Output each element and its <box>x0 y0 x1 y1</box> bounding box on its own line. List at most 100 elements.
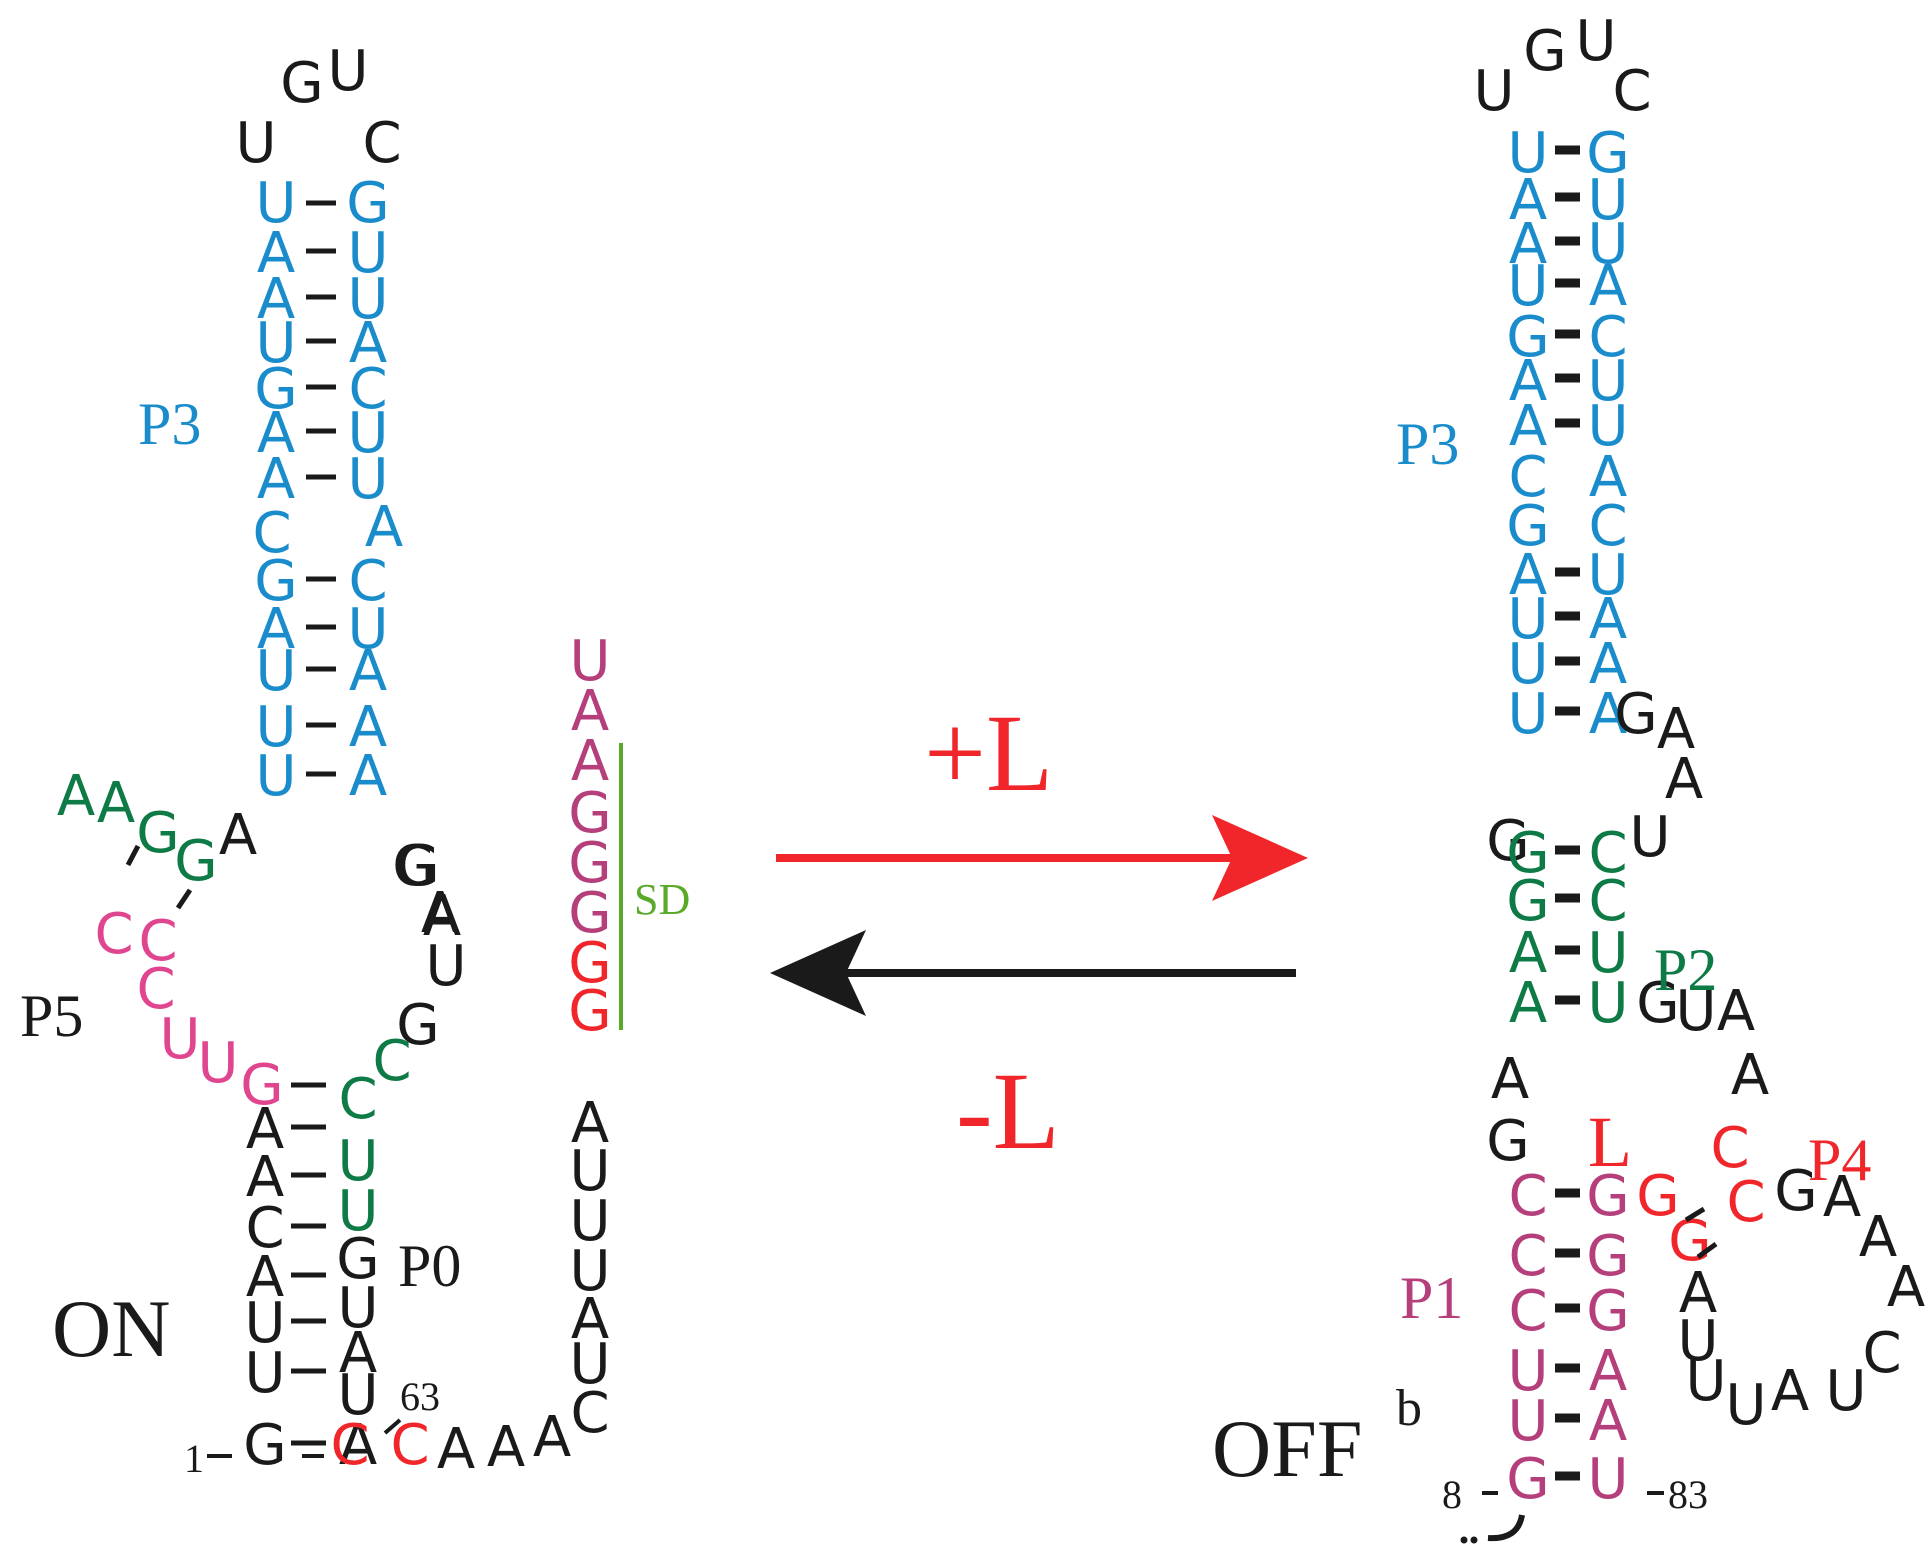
nucleotide: A <box>349 695 387 760</box>
nucleotide: G <box>1614 682 1657 747</box>
ligand-label: L <box>1588 1102 1632 1182</box>
nucleotide: U <box>1826 1359 1867 1424</box>
left-number-1: 1 <box>184 1436 204 1481</box>
nucleotide: A <box>1589 445 1627 510</box>
nucleotide: A <box>349 311 387 376</box>
tail-dot <box>1460 1536 1468 1544</box>
right-p1-label: P1 <box>1400 1265 1463 1331</box>
nucleotide: U <box>1686 1349 1727 1414</box>
nucleotide: C <box>1508 1279 1547 1344</box>
reverse-label: -L <box>956 1050 1060 1172</box>
nucleotide: C <box>372 1029 411 1094</box>
nucleotide: U <box>1588 1447 1629 1512</box>
nucleotide: A <box>257 267 295 332</box>
nucleotide: C <box>138 909 177 974</box>
nucleotide: C <box>1588 869 1627 934</box>
nucleotide: A <box>97 771 135 836</box>
nucleotide: A <box>1509 349 1547 414</box>
nucleotide: A <box>246 1245 284 1310</box>
nucleotide: A <box>421 881 459 946</box>
nucleotide: U <box>1508 587 1549 652</box>
nucleotide: C <box>245 1196 284 1261</box>
nucleotide: U <box>1588 394 1629 459</box>
nucleotide: U <box>570 629 611 694</box>
p4-connector <box>1696 1241 1718 1260</box>
nucleotide: U <box>338 1363 379 1428</box>
sd-label: SD <box>634 875 690 924</box>
p5-connector <box>125 844 141 867</box>
right-p3-label: P3 <box>1396 411 1459 477</box>
nucleotide: U <box>1508 121 1549 186</box>
nucleotide: U <box>1726 1373 1767 1438</box>
nucleotide: G <box>254 549 297 614</box>
nucleotide: U <box>198 1031 239 1096</box>
nucleotide: U <box>245 1291 286 1356</box>
nucleotide: A <box>423 884 461 949</box>
nucleotide: C <box>348 357 387 422</box>
nucleotide: U <box>338 1179 379 1244</box>
nucleotide: A <box>257 221 295 286</box>
nucleotide: U <box>160 1007 201 1072</box>
nucleotide: A <box>437 1417 475 1482</box>
nucleotide: A <box>1491 1047 1529 1112</box>
nucleotide: A <box>339 1321 377 1386</box>
nucleotide: C <box>136 957 175 1022</box>
nucleotide: G <box>1636 1164 1679 1229</box>
nucleotide: U <box>1588 921 1629 986</box>
nucleotide: C <box>338 1067 377 1132</box>
nucleotide: A <box>219 803 257 868</box>
nucleotide: G <box>174 829 217 894</box>
p0-connector <box>383 1418 402 1435</box>
nucleotide: U <box>1508 632 1549 697</box>
nucleotide: G <box>1506 305 1549 370</box>
nucleotide: U <box>1508 1389 1549 1454</box>
nucleotide: G <box>336 1227 379 1292</box>
nucleotide: U <box>245 1341 286 1406</box>
nucleotide: U <box>1474 59 1515 124</box>
nucleotide: U <box>570 1189 611 1254</box>
on-state-base-pairs <box>291 200 336 1446</box>
nucleotide: G <box>240 1053 283 1118</box>
nucleotide: G <box>136 801 179 866</box>
left-p5-label: P5 <box>20 983 83 1049</box>
nucleotide: U <box>348 447 389 512</box>
nucleotide: A <box>1887 1255 1925 1320</box>
nucleotide: C <box>362 111 401 176</box>
nucleotide: G <box>568 781 611 846</box>
nucleotide: U <box>256 695 297 760</box>
nucleotide: G <box>1586 1279 1629 1344</box>
nucleotide: A <box>1589 632 1627 697</box>
nucleotide: A <box>1509 543 1547 608</box>
nucleotide: C <box>1588 494 1627 559</box>
nucleotide: U <box>338 1276 379 1341</box>
nucleotide: A <box>1665 747 1703 812</box>
nucleotide: U <box>328 39 369 104</box>
nucleotide: G <box>568 979 611 1044</box>
nucleotide: A <box>1509 394 1547 459</box>
nucleotide: G <box>1486 809 1529 874</box>
left-number-63: 63 <box>400 1374 440 1419</box>
nucleotide: A <box>571 1287 609 1352</box>
right-5prime-tail <box>1487 1514 1525 1542</box>
nucleotide: C <box>1588 305 1627 370</box>
nucleotide: A <box>1589 682 1627 747</box>
nucleotide: A <box>257 401 295 466</box>
nucleotide: U <box>348 221 389 286</box>
nucleotide: A <box>571 679 609 744</box>
nucleotide: G <box>568 881 611 946</box>
nucleotide: G <box>1506 869 1549 934</box>
nucleotide: G <box>1486 1109 1529 1174</box>
nucleotide: C <box>348 549 387 614</box>
nucleotide: C <box>1612 59 1651 124</box>
nucleotide: A <box>1717 979 1755 1044</box>
nucleotide: U <box>570 1139 611 1204</box>
tail-dot <box>1470 1536 1478 1544</box>
nucleotide: A <box>349 744 387 809</box>
nucleotide: A <box>1771 1359 1809 1424</box>
reverse-arrow-head <box>770 930 866 1016</box>
nucleotide: U <box>570 1332 611 1397</box>
nucleotide: C <box>1508 1164 1547 1229</box>
nucleotide: U <box>1508 254 1549 319</box>
nucleotide: U <box>1630 805 1671 870</box>
nucleotide: A <box>1731 1043 1769 1108</box>
